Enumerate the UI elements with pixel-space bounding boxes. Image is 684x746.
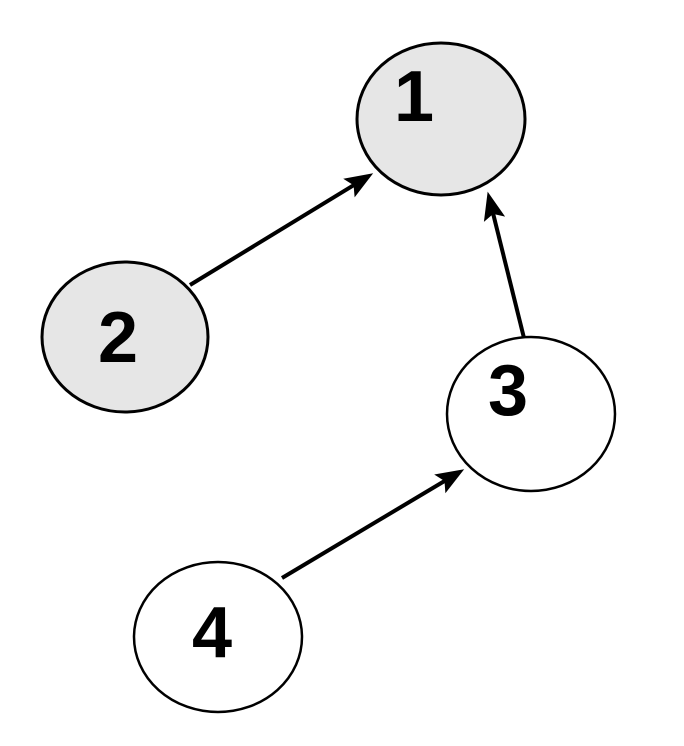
graph-node-2[interactable]: 2	[40, 260, 210, 414]
edge-shaft	[491, 212, 526, 339]
node-circle-4[interactable]	[132, 560, 304, 714]
node-label-1: 1	[394, 57, 434, 137]
edge-arrowhead-icon	[483, 191, 506, 222]
edge-shaft	[280, 479, 446, 580]
nodes-layer: 1 2 3 4	[40, 41, 617, 714]
graph-edge-2-to-1[interactable]	[188, 173, 374, 287]
graph-edge-4-to-3[interactable]	[280, 469, 465, 580]
node-label-3: 3	[488, 351, 528, 431]
node-label-2: 2	[98, 298, 138, 378]
edge-arrowhead-icon	[434, 469, 465, 494]
graph-node-4[interactable]: 4	[132, 560, 304, 714]
graph-node-3[interactable]: 3	[445, 335, 617, 493]
edge-shaft	[188, 183, 356, 287]
node-circle-2[interactable]	[40, 260, 210, 414]
edges-layer	[188, 173, 526, 580]
graph-edge-3-to-1[interactable]	[483, 191, 526, 339]
edge-arrowhead-icon	[343, 173, 374, 198]
node-circle-1[interactable]	[355, 41, 527, 197]
node-label-4: 4	[192, 593, 232, 673]
graph-node-1[interactable]: 1	[355, 41, 527, 197]
node-circle-3[interactable]	[445, 335, 617, 493]
